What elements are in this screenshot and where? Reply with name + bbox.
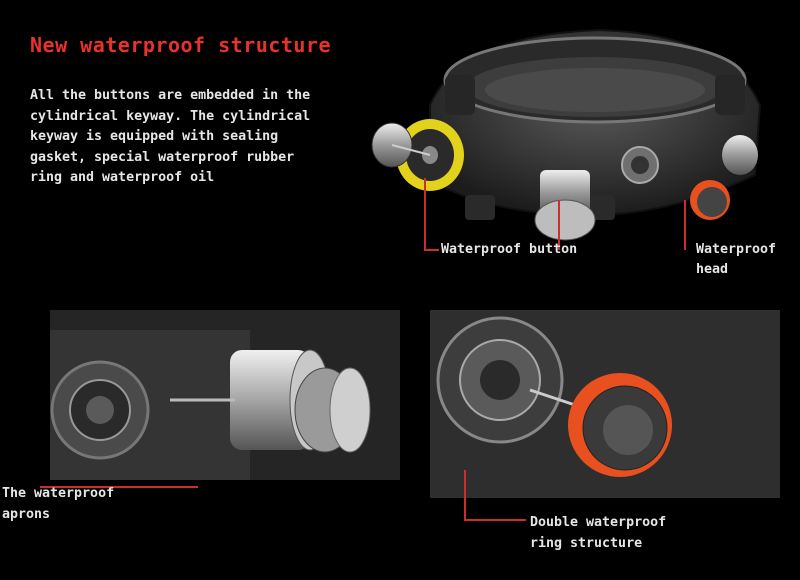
callout-line	[684, 200, 686, 250]
description-line: keyway is equipped with sealing	[30, 129, 279, 144]
description-line: ring and waterproof oil	[30, 170, 215, 185]
description-text: All the buttons are embedded in the cyli…	[30, 86, 370, 189]
callout-line	[424, 178, 426, 250]
aprons-label-line1: The waterproof	[2, 486, 115, 501]
description-line: gasket, special waterproof rubber	[30, 149, 295, 165]
description-line: All the buttons are embedded in the	[30, 88, 311, 103]
page-title: New waterproof structure	[30, 33, 331, 57]
callout-line	[558, 200, 560, 250]
callout-line	[424, 249, 439, 251]
callout-line	[40, 486, 198, 488]
waterproof-head-label-line1: Waterproof	[696, 242, 777, 257]
aprons-label-line2: aprons	[2, 507, 51, 522]
waterproof-button-label: Waterproof button	[441, 242, 578, 257]
callout-line	[464, 519, 526, 521]
apron-closeup-panel	[50, 310, 400, 480]
callout-line	[464, 470, 466, 520]
double-ring-label-line1: Double waterproof	[530, 515, 667, 530]
double-ring-closeup-panel	[430, 310, 780, 498]
double-ring-label-line2: ring structure	[530, 536, 643, 551]
waterproof-head-label-line2: head	[696, 262, 729, 277]
watch-case-illustration	[370, 15, 800, 245]
description-line: cylindrical keyway. The cylindrical	[30, 108, 311, 124]
